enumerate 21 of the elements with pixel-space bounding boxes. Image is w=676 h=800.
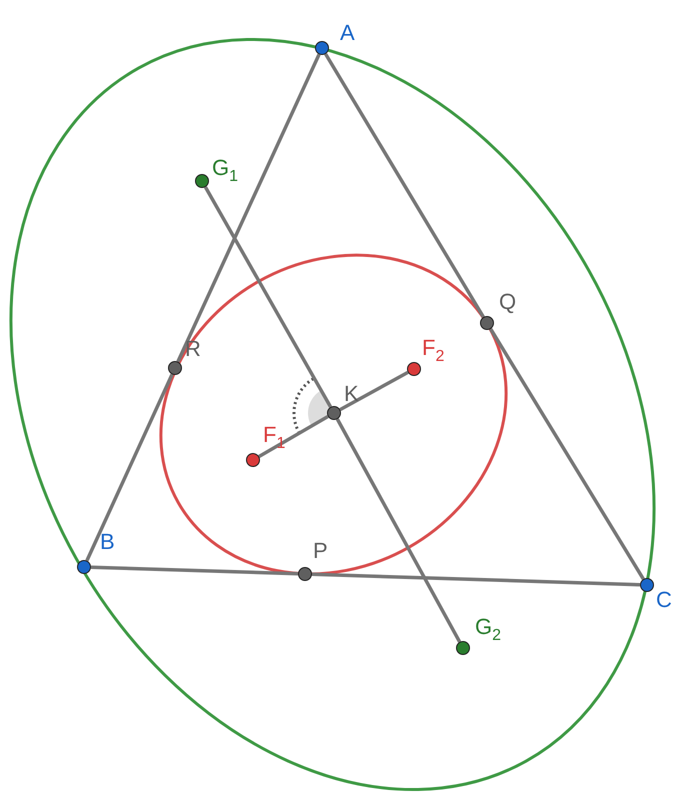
point-label: C bbox=[656, 589, 672, 611]
line-segment bbox=[324, 53, 485, 318]
point-label: G$_{1}$ bbox=[212, 157, 238, 185]
line-segment bbox=[336, 418, 462, 643]
point-label: R bbox=[185, 338, 201, 360]
line-segment bbox=[90, 565, 298, 576]
line-segment bbox=[489, 328, 645, 580]
point-label: P bbox=[313, 540, 328, 562]
point-label: F$_{2}$ bbox=[422, 337, 444, 365]
point-label: B bbox=[100, 531, 115, 553]
line-segment bbox=[258, 415, 329, 458]
point-label: G$_{2}$ bbox=[475, 616, 502, 644]
line-segment bbox=[312, 572, 640, 587]
point-label: Q bbox=[499, 291, 516, 313]
line-segment bbox=[204, 186, 332, 408]
point-label: F$_{1}$ bbox=[263, 424, 286, 452]
line-segment bbox=[339, 370, 409, 412]
point-label: K bbox=[344, 383, 359, 405]
line-segment bbox=[85, 374, 174, 562]
line-segment bbox=[176, 54, 321, 362]
point-label: A bbox=[340, 22, 355, 44]
